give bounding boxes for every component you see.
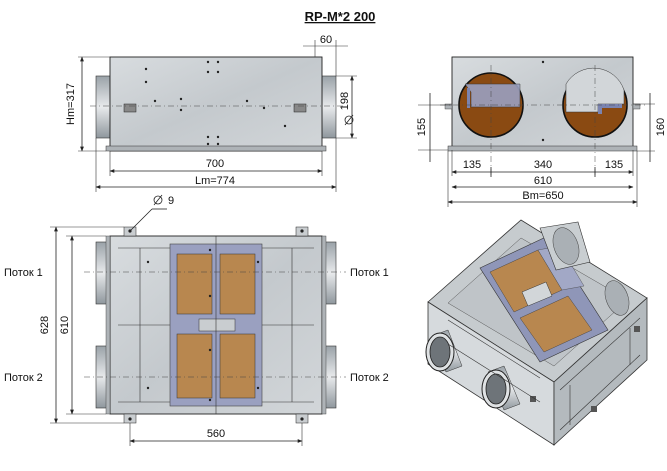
top-view: Поток 1 Поток 1 Поток 2 Поток 2 9 628 61…	[4, 194, 389, 446]
filter-top-left	[176, 253, 213, 315]
drawing-title: RP-M*2 200	[305, 9, 376, 24]
dim-bm: Bm=650	[522, 190, 563, 202]
front-screws	[144, 60, 287, 146]
hole-diameter-symbol	[153, 195, 163, 205]
dim-340: 340	[534, 159, 552, 171]
isometric-view	[425, 219, 648, 446]
dim-135-left: 135	[463, 159, 481, 171]
side-base-rail	[447, 145, 638, 152]
dim-155: 155	[416, 118, 428, 136]
dim-side-610: 610	[534, 175, 552, 187]
front-view: 60 Hm=317 198 700 Lm=774	[65, 34, 357, 192]
front-bracket-right	[293, 103, 307, 113]
iso-spigot-2	[481, 365, 521, 411]
dim-lm: Lm=774	[195, 175, 235, 187]
filter-bottom-right	[219, 333, 256, 399]
flow1-left-label: Поток 1	[4, 267, 43, 279]
dim-diameter: 198	[339, 92, 351, 110]
dim-160: 160	[655, 118, 667, 136]
flow2-left-label: Поток 2	[4, 372, 43, 384]
dim-560: 560	[207, 428, 225, 440]
diameter-symbol	[344, 115, 354, 125]
flow2-right-label: Поток 2	[350, 372, 389, 384]
iso-spigot-1	[425, 329, 463, 373]
center-bracket	[198, 318, 236, 332]
dim-628: 628	[39, 316, 51, 334]
front-housing	[109, 56, 323, 152]
dim-60: 60	[320, 34, 332, 46]
front-base-rail	[105, 145, 327, 152]
front-bracket-left	[123, 103, 137, 113]
dim-9: 9	[168, 195, 174, 207]
iso-filter-2	[519, 295, 593, 353]
front-right-spigot	[321, 75, 337, 139]
side-view: 155 160 135 340 135 610 Bm=650	[416, 56, 667, 207]
front-left-spigot	[95, 75, 111, 139]
filter-bottom-left	[176, 333, 213, 399]
filter-top-right	[219, 253, 256, 315]
dim-135-right: 135	[605, 159, 623, 171]
iso-right-face	[553, 297, 648, 446]
dim-hm: Hm=317	[65, 83, 77, 125]
flow1-right-label: Поток 1	[350, 267, 389, 279]
dim-top-610: 610	[59, 316, 71, 334]
dim-700: 700	[206, 158, 224, 170]
